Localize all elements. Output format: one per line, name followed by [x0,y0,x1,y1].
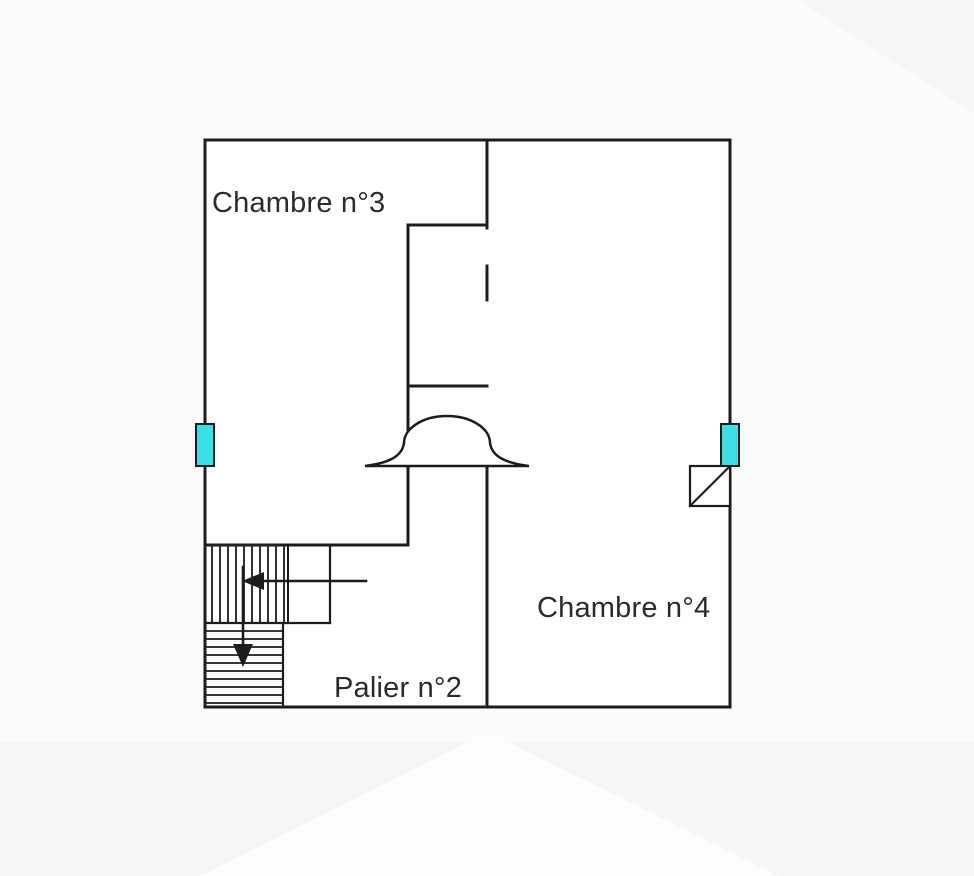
stair-arrow-down-head [233,644,253,667]
passage-arch-icon [364,414,530,468]
walls-group [195,138,740,709]
window-left-icon [195,423,215,467]
window-right-icon [720,423,740,467]
room-label-palier2: Palier n°2 [334,672,462,704]
stair-arrow-left-head [242,572,264,590]
room-label-chambre3: Chambre n°3 [212,187,385,219]
room-label-chambre4: Chambre n°4 [537,592,710,624]
stair-arrow-down-icon [233,565,253,667]
door-swing-icon [688,464,732,508]
door-swing-diagonal [688,464,732,508]
stair-arrow-left-icon [242,572,368,590]
watermark-triangle [200,732,778,876]
watermark-corner [798,0,974,114]
